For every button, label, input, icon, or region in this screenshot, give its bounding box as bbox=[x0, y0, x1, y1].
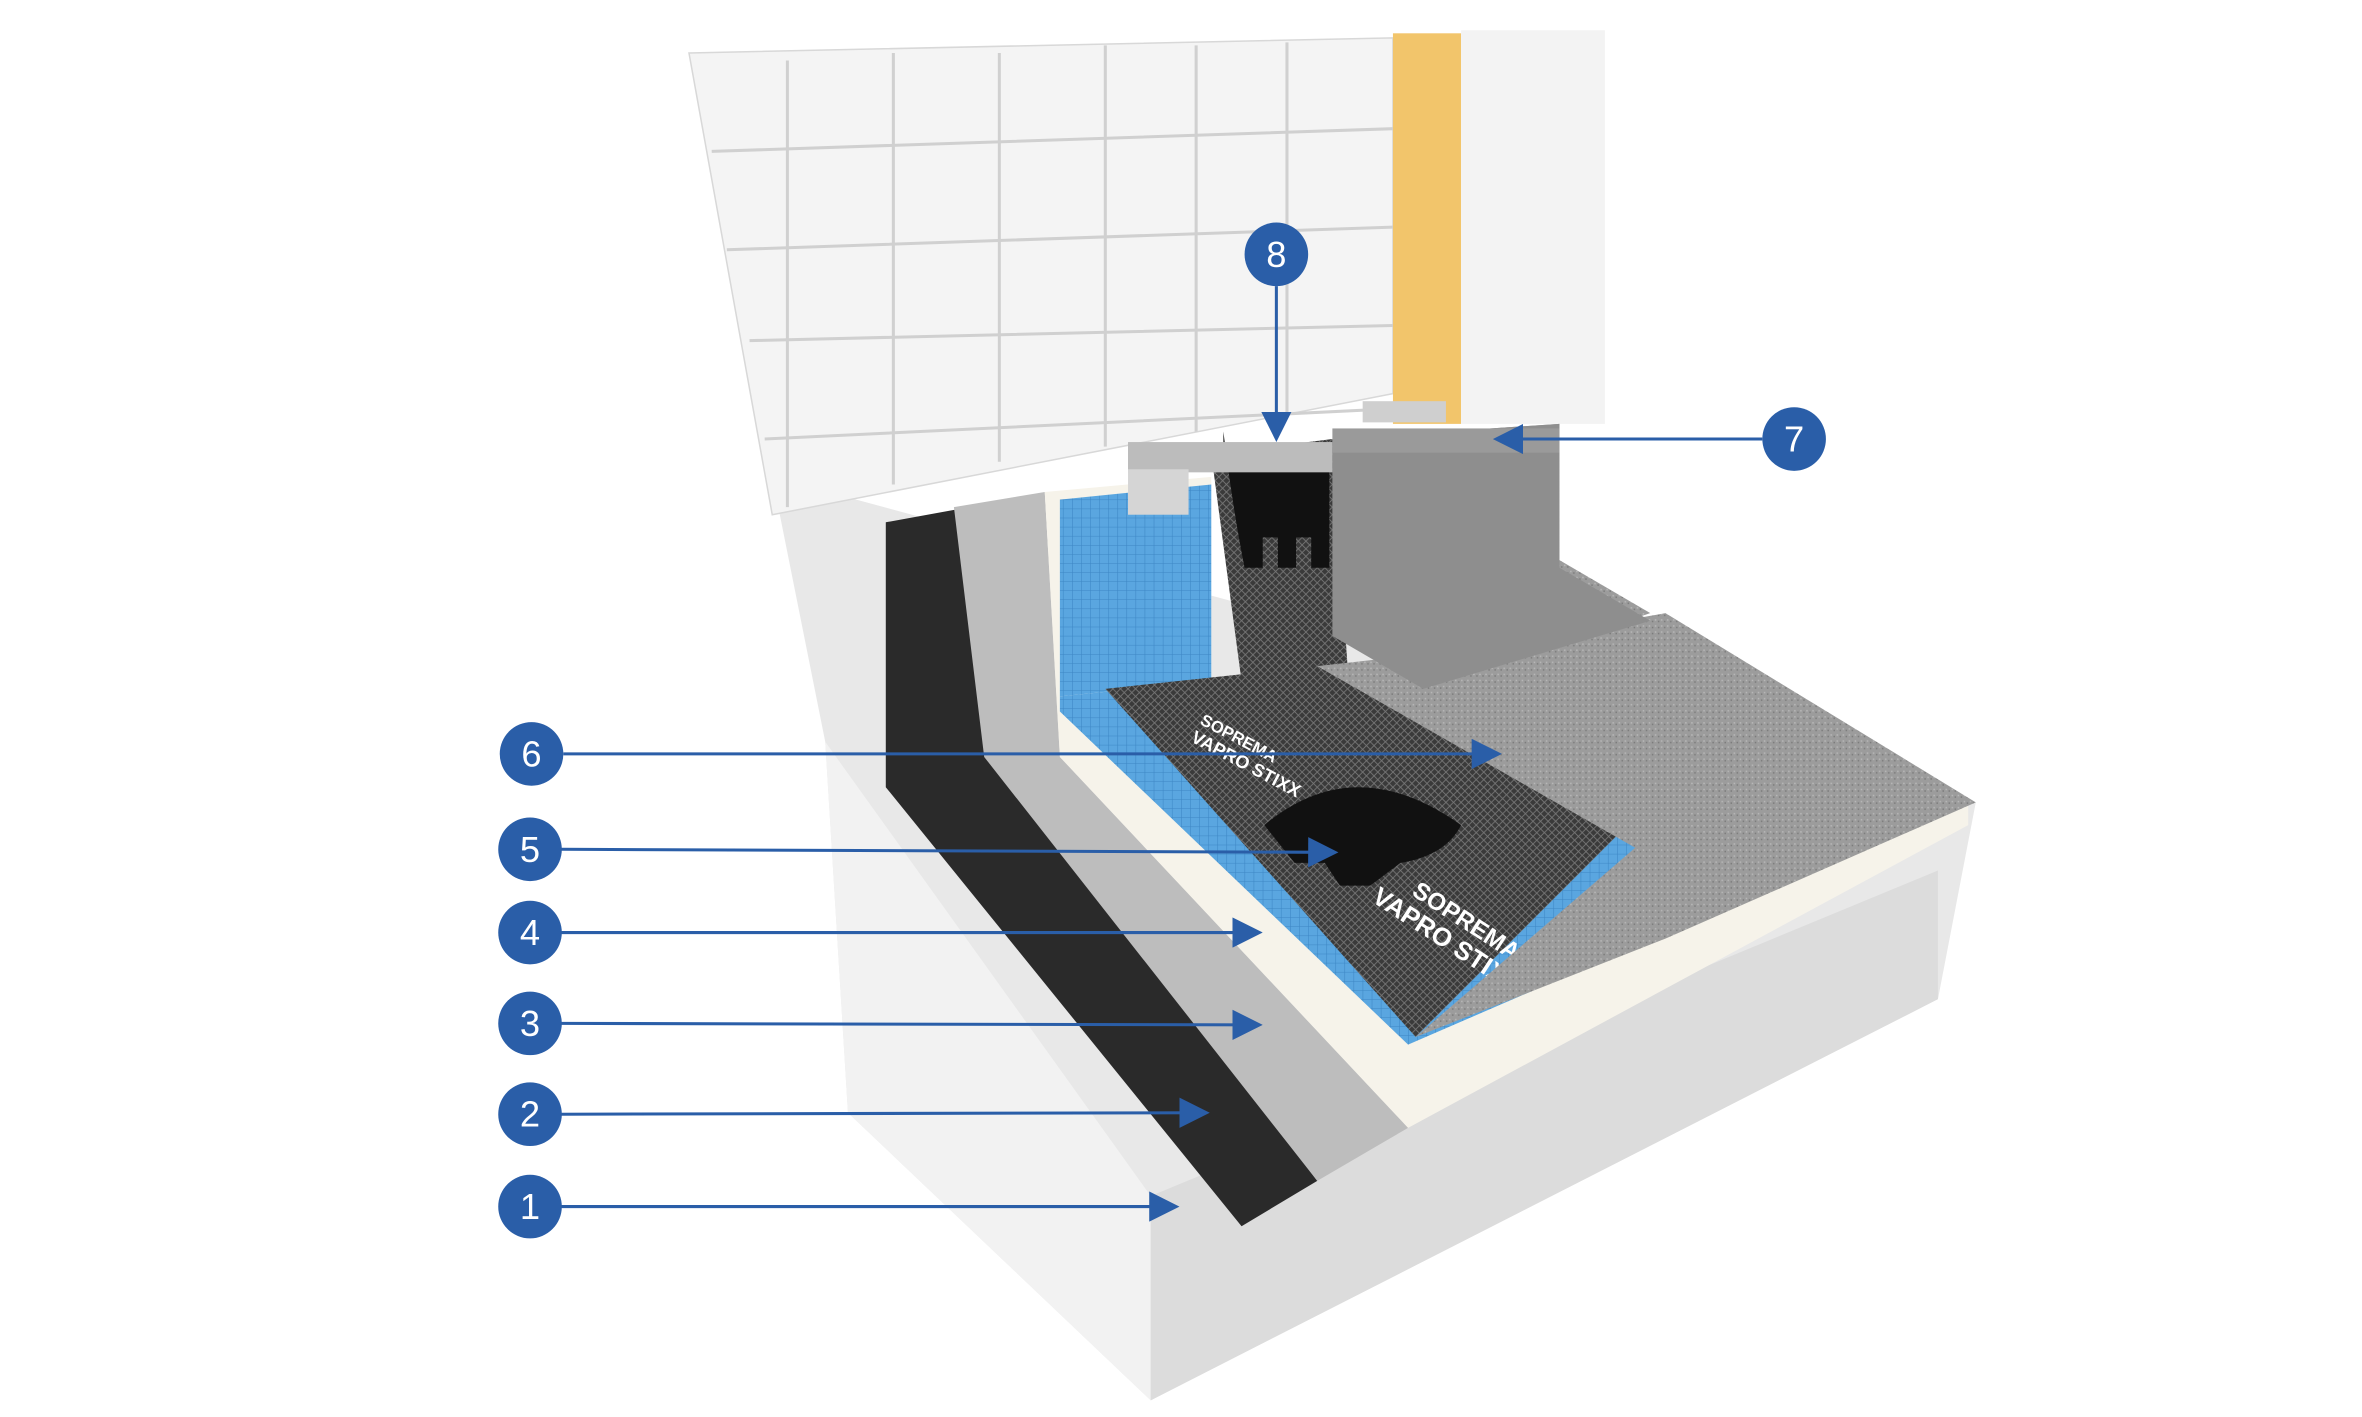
callout-7[interactable]: 7 bbox=[1492, 407, 1826, 471]
callout-1[interactable]: 1 bbox=[498, 1174, 1180, 1239]
callout-4[interactable]: 4 bbox=[498, 900, 1263, 965]
callout-6[interactable]: 6 bbox=[499, 722, 1502, 786]
callout-5[interactable]: 5 bbox=[498, 817, 1339, 882]
bitumen-primer-layer bbox=[885, 507, 1318, 1227]
svg-text:5: 5 bbox=[520, 829, 540, 870]
callout-2[interactable]: 2 bbox=[498, 1082, 1210, 1147]
wall-insulation bbox=[1392, 33, 1462, 424]
svg-text:3: 3 bbox=[520, 1003, 540, 1044]
svg-text:7: 7 bbox=[1784, 419, 1804, 460]
svg-text:2: 2 bbox=[520, 1094, 540, 1135]
svg-text:1: 1 bbox=[520, 1186, 540, 1227]
svg-text:6: 6 bbox=[521, 733, 541, 774]
arrow-icon bbox=[560, 1097, 1210, 1128]
vapour-barrier bbox=[953, 492, 1409, 1181]
callout-8[interactable]: 8 bbox=[1244, 222, 1309, 443]
arrow-icon bbox=[560, 837, 1339, 868]
metal-flashing bbox=[1128, 442, 1333, 473]
svg-text:8: 8 bbox=[1266, 234, 1286, 275]
callout-3[interactable]: 3 bbox=[498, 991, 1263, 1056]
wall-cladding bbox=[1461, 30, 1605, 424]
arrow-icon bbox=[560, 1009, 1263, 1040]
svg-text:4: 4 bbox=[520, 912, 540, 953]
